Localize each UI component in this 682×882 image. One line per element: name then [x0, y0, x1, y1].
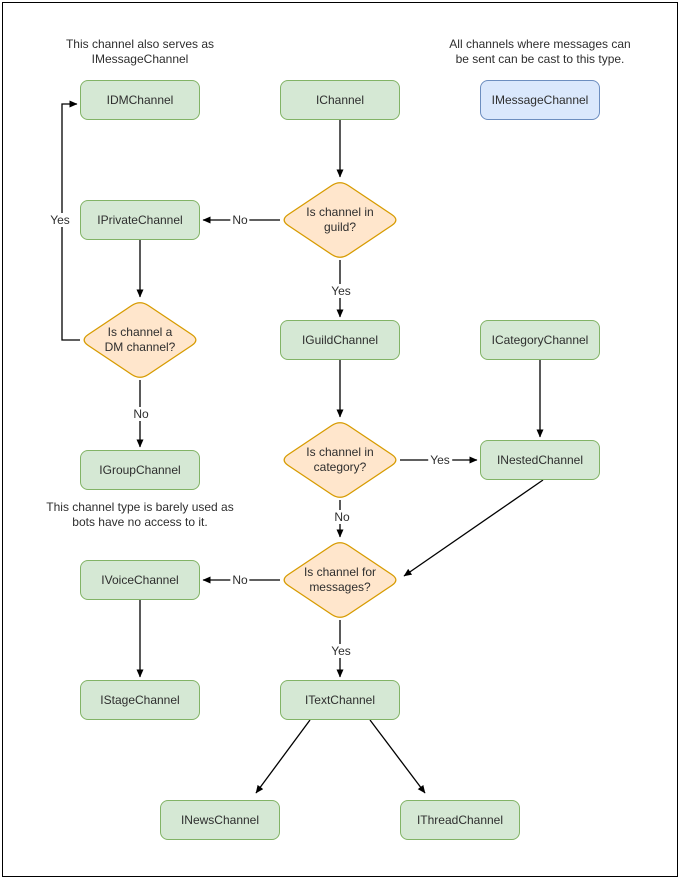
- node-igroupchannel: IGroupChannel: [80, 450, 200, 490]
- note-imessage-line2: be sent can be cast to this type.: [455, 52, 625, 66]
- decision-category-line1: Is channel in: [306, 445, 374, 459]
- decision-dm-line1: Is channel a: [107, 325, 173, 339]
- note-idm-line2: IMessageChannel: [91, 52, 189, 66]
- note-igroup-channel: This channel type is barely used as bots…: [10, 500, 270, 530]
- decision-is-channel-in-category-shape: [283, 422, 397, 498]
- decision-guild-line2: guild?: [323, 220, 357, 234]
- edge-label-messages-no: No: [230, 573, 250, 587]
- decision-is-channel-for-messages-label: Is channel for messages?: [280, 565, 400, 595]
- node-inewschannel: INewsChannel: [160, 800, 280, 840]
- note-igroup-line2: bots have no access to it.: [72, 515, 208, 529]
- edge-label-guild-yes: Yes: [329, 284, 353, 298]
- decision-messages-line1: Is channel for: [303, 565, 377, 579]
- decision-is-channel-in-guild-label: Is channel in guild?: [280, 205, 400, 235]
- node-iguildchannel: IGuildChannel: [280, 320, 400, 360]
- decision-is-channel-for-messages-shape: [283, 542, 397, 618]
- edge-label-category-yes: Yes: [428, 453, 452, 467]
- note-imessage-channel: All channels where messages can be sent …: [410, 37, 670, 67]
- decision-messages-line2: messages?: [309, 580, 371, 594]
- edge-label-dm-yes: Yes: [48, 213, 72, 227]
- arrow-itext-to-inews: [255, 719, 311, 794]
- decision-guild-line1: Is channel in: [306, 205, 374, 219]
- node-istagechannel: IStageChannel: [80, 680, 200, 720]
- note-idm-channel: This channel also serves as IMessageChan…: [20, 37, 260, 67]
- note-igroup-line1: This channel type is barely used as: [46, 500, 234, 514]
- note-idm-line1: This channel also serves as: [65, 37, 215, 51]
- decision-is-channel-in-guild-shape: [283, 182, 397, 258]
- note-imessage-line1: All channels where messages can: [449, 37, 631, 51]
- node-ithreadchannel: IThreadChannel: [400, 800, 520, 840]
- edge-label-guild-no: No: [230, 213, 250, 227]
- decision-is-channel-in-category-label: Is channel in category?: [280, 445, 400, 475]
- edge-label-messages-yes: Yes: [329, 644, 353, 658]
- node-icategorychannel: ICategoryChannel: [480, 320, 600, 360]
- decision-category-line2: category?: [313, 460, 367, 474]
- node-ivoicechannel: IVoiceChannel: [80, 560, 200, 600]
- decision-is-channel-a-dm-shape: [83, 302, 197, 378]
- node-idmchannel: IDMChannel: [80, 80, 200, 120]
- node-inestedchannel: INestedChannel: [480, 440, 600, 480]
- node-imessagechannel: IMessageChannel: [480, 80, 600, 120]
- node-itextchannel: ITextChannel: [280, 680, 400, 720]
- arrow-itext-to-ithread: [369, 719, 426, 794]
- edge-label-category-no: No: [332, 510, 352, 524]
- decision-is-channel-a-dm-label: Is channel a DM channel?: [80, 325, 200, 355]
- node-iprivatechannel: IPrivateChannel: [80, 200, 200, 240]
- node-ichannel: IChannel: [280, 80, 400, 120]
- decision-dm-line2: DM channel?: [104, 340, 176, 354]
- edge-label-dm-no: No: [131, 407, 151, 421]
- arrow-inested-to-messages-decision: [403, 479, 544, 577]
